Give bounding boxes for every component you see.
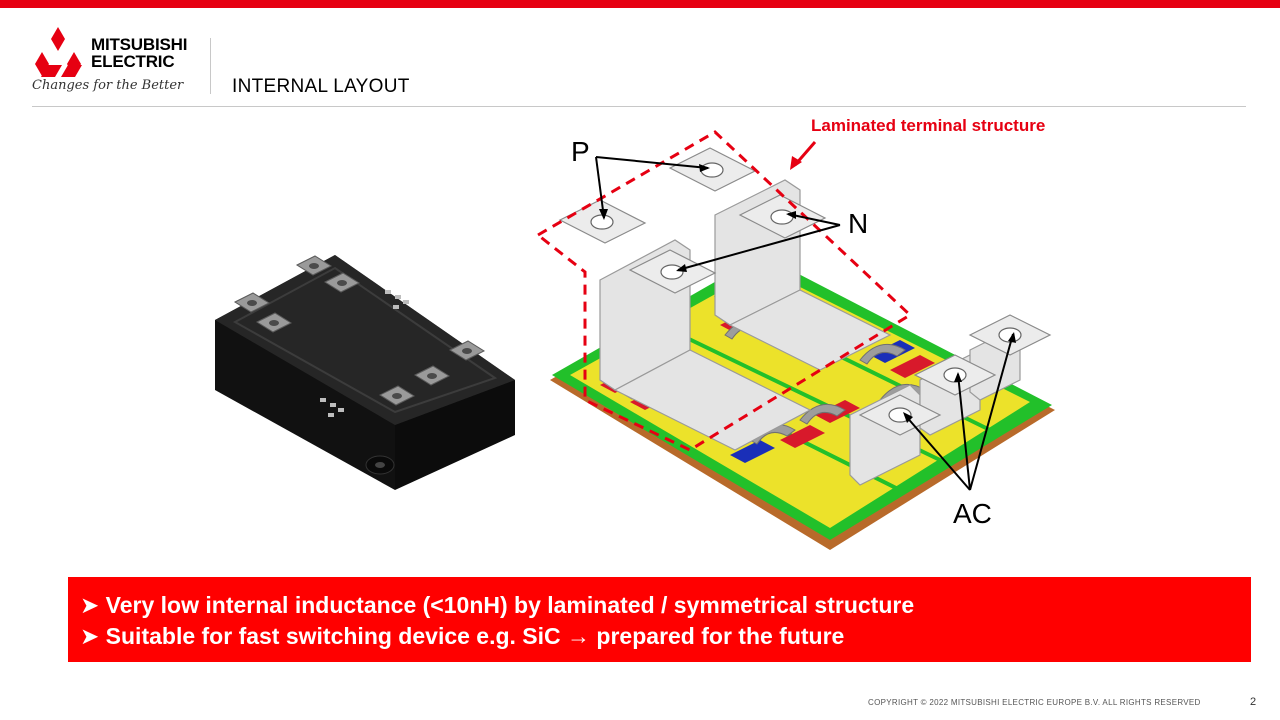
- header-rule: [32, 106, 1246, 107]
- company-logo: MITSUBISHI ELECTRIC Changes for the Bett…: [32, 24, 212, 96]
- key-point-2: ➤ Suitable for fast switching device e.g…: [80, 623, 845, 649]
- terminal-label-p: P: [571, 136, 590, 167]
- brand-name: MITSUBISHI ELECTRIC: [91, 36, 187, 70]
- laminated-structure-callout: Laminated terminal structure: [811, 116, 1046, 135]
- key-point-1: ➤ Very low internal inductance (<10nH) b…: [80, 592, 915, 618]
- three-diamonds-icon: [35, 27, 82, 77]
- terminal-label-n: N: [848, 208, 869, 239]
- brand-line-2: ELECTRIC: [91, 52, 175, 71]
- terminal-label-ac: AC: [953, 498, 992, 529]
- page-title: INTERNAL LAYOUT: [232, 76, 410, 97]
- power-module-image: [215, 255, 515, 490]
- top-accent-bar: [0, 0, 1280, 8]
- copyright-notice: COPYRIGHT © 2022 MITSUBISHI ELECTRIC EUR…: [868, 698, 1201, 707]
- page-number: 2: [1250, 696, 1257, 708]
- key-points-banner: ➤ Very low internal inductance (<10nH) b…: [68, 577, 1251, 662]
- brand-line-1: MITSUBISHI: [91, 35, 188, 54]
- header-divider: [210, 38, 211, 94]
- internal-layout-diagram: [537, 130, 1055, 550]
- brand-tagline: Changes for the Better: [32, 78, 184, 93]
